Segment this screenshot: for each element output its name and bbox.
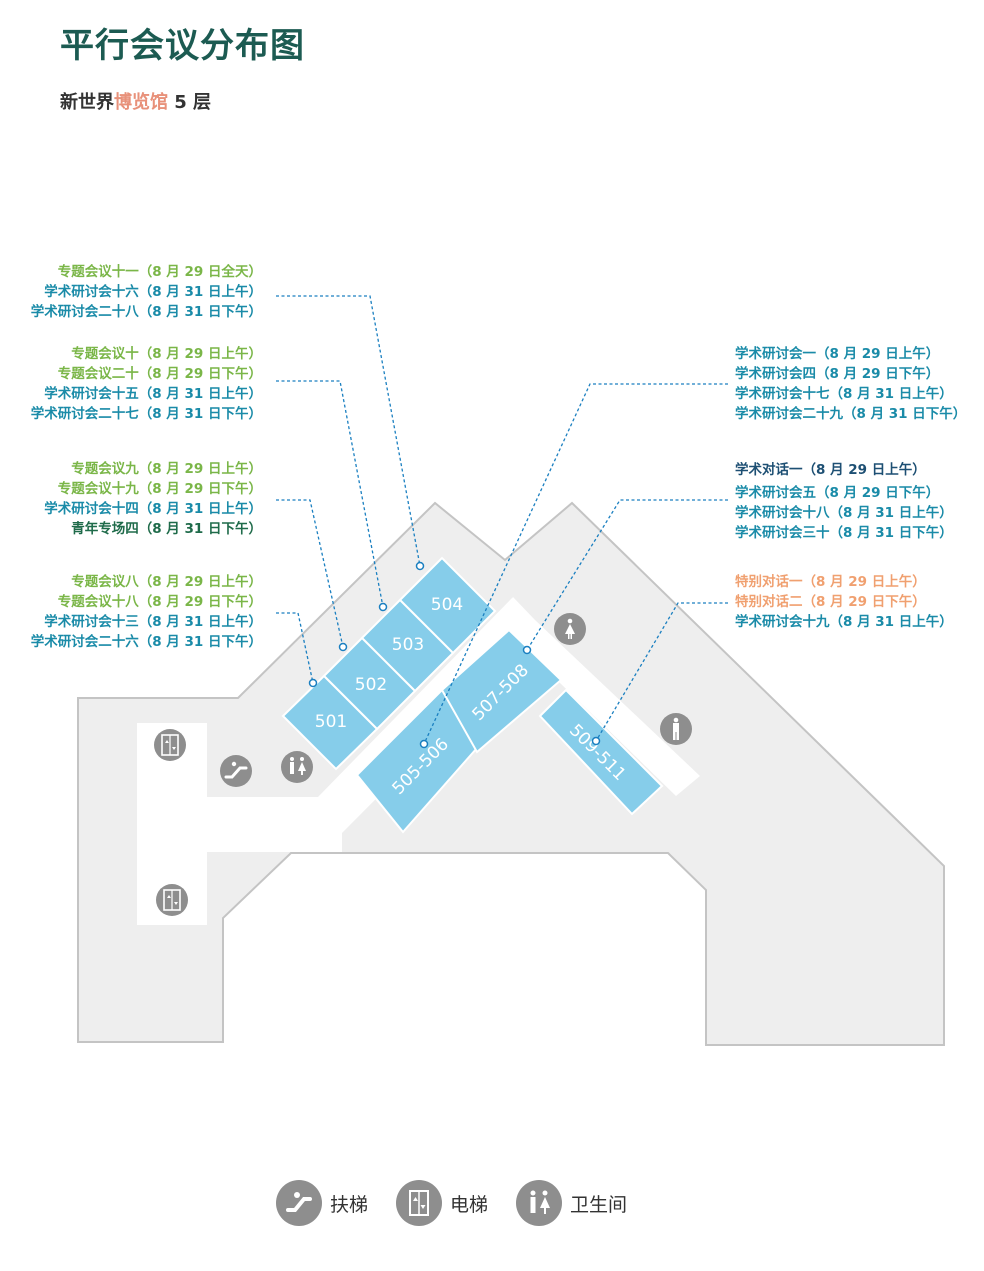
session-line: 学术研讨会二十七（8 月 31 日下午） bbox=[31, 405, 262, 422]
elevator-icon bbox=[156, 884, 188, 916]
session-line: 专题会议十（8 月 29 日上午） bbox=[71, 345, 262, 362]
leader-line bbox=[276, 499, 344, 648]
session-line: 学术研讨会十九（8 月 31 日上午） bbox=[735, 613, 953, 630]
session-line: 学术研讨会十七（8 月 31 日上午） bbox=[735, 385, 953, 402]
session-group-509-511: 特别对话一（8 月 29 日上午） 特别对话二（8 月 29 日下午） 学术研讨… bbox=[735, 573, 953, 630]
page-title: 平行会议分布图 bbox=[60, 26, 305, 66]
restroom-icon bbox=[516, 1180, 563, 1226]
subtitle-venue: 新世界 bbox=[60, 92, 114, 113]
legend: 扶梯 电梯 卫生间 bbox=[276, 1180, 655, 1226]
session-line: 专题会议十八（8 月 29 日下午） bbox=[58, 593, 262, 610]
session-line: 学术研讨会十六（8 月 31 日上午） bbox=[44, 283, 262, 300]
legend-label: 卫生间 bbox=[570, 1193, 628, 1216]
session-line: 学术研讨会十三（8 月 31 日上午） bbox=[44, 613, 262, 630]
leader-dot bbox=[419, 739, 429, 749]
female-restroom-icon bbox=[554, 613, 586, 645]
corridor-right bbox=[498, 597, 700, 796]
session-line: 学术对话一（8 月 29 日上午） bbox=[735, 461, 926, 478]
session-line: 专题会议八（8 月 29 日上午） bbox=[71, 573, 262, 590]
session-line: 学术研讨会十五（8 月 31 日上午） bbox=[44, 385, 262, 402]
escalator-icon bbox=[276, 1180, 322, 1226]
leader-dot bbox=[591, 736, 601, 746]
session-line: 特别对话二（8 月 29 日下午） bbox=[735, 593, 926, 610]
leader-dot bbox=[415, 561, 425, 571]
room-label: 503 bbox=[392, 635, 424, 655]
session-line: 学术研讨会三十（8 月 31 日下午） bbox=[735, 524, 953, 541]
room-label: 501 bbox=[315, 712, 347, 732]
legend-elevator: 电梯 bbox=[396, 1180, 488, 1226]
session-line: 学术研讨会一（8 月 29 日上午） bbox=[735, 345, 939, 362]
restroom-icon bbox=[281, 751, 313, 783]
leader-line bbox=[595, 602, 728, 742]
leader-line bbox=[276, 612, 314, 684]
session-line: 青年专场四（8 月 31 日下午） bbox=[71, 520, 262, 537]
elevator-icon bbox=[396, 1180, 443, 1226]
session-line: 特别对话一（8 月 29 日上午） bbox=[735, 573, 926, 590]
leader-dot bbox=[378, 602, 388, 612]
leader-line bbox=[423, 383, 728, 745]
page-subtitle: 新世界博览馆 5 层 bbox=[60, 88, 211, 114]
leader-line bbox=[276, 295, 421, 567]
session-line: 学术研讨会十四（8 月 31 日上午） bbox=[44, 500, 262, 517]
leader-dot bbox=[308, 678, 318, 688]
session-line: 学术研讨会四（8 月 29 日下午） bbox=[735, 365, 939, 382]
subtitle-venue-highlight: 博览馆 bbox=[114, 92, 168, 113]
session-line: 学术研讨会二十八（8 月 31 日下午） bbox=[31, 303, 262, 320]
session-line: 专题会议十九（8 月 29 日下午） bbox=[58, 480, 262, 497]
session-line: 学术研讨会二十六（8 月 31 日下午） bbox=[31, 633, 262, 650]
legend-restroom: 卫生间 bbox=[516, 1180, 627, 1226]
floor-map: 504 503 502 501 505-506 507-508 509-511 bbox=[31, 263, 966, 1046]
session-group-505-506: 学术研讨会一（8 月 29 日上午） 学术研讨会四（8 月 29 日下午） 学术… bbox=[735, 345, 966, 422]
session-line: 学术研讨会二十九（8 月 31 日下午） bbox=[735, 405, 966, 422]
subtitle-floor: 5 层 bbox=[168, 92, 212, 113]
legend-escalator: 扶梯 bbox=[276, 1180, 368, 1226]
room-501[interactable] bbox=[281, 674, 379, 771]
room-509-511[interactable] bbox=[538, 688, 664, 816]
session-line: 学术研讨会十八（8 月 31 日上午） bbox=[735, 504, 953, 521]
leader-dot bbox=[522, 645, 532, 655]
leader-line bbox=[526, 499, 728, 651]
session-group-501: 专题会议八（8 月 29 日上午） 专题会议十八（8 月 29 日下午） 学术研… bbox=[31, 573, 262, 650]
room-507-508[interactable] bbox=[440, 628, 563, 754]
floor-outline bbox=[77, 501, 945, 1046]
room-label: 502 bbox=[355, 675, 387, 695]
legend-label: 电梯 bbox=[450, 1193, 489, 1216]
session-line: 学术研讨会五（8 月 29 日下午） bbox=[735, 484, 939, 501]
session-line: 专题会议九（8 月 29 日上午） bbox=[71, 460, 262, 477]
session-group-504: 专题会议十一（8 月 29 日全天） 学术研讨会十六（8 月 31 日上午） 学… bbox=[31, 263, 262, 320]
escalator-icon bbox=[220, 755, 252, 787]
legend-label: 扶梯 bbox=[330, 1193, 369, 1216]
session-group-503: 专题会议十（8 月 29 日上午） 专题会议二十（8 月 29 日下午） 学术研… bbox=[31, 345, 262, 422]
elevator-icon bbox=[154, 729, 186, 761]
session-group-507-508: 学术对话一（8 月 29 日上午） 学术研讨会五（8 月 29 日下午） 学术研… bbox=[735, 461, 953, 541]
leader-line bbox=[276, 380, 384, 608]
session-line: 专题会议十一（8 月 29 日全天） bbox=[58, 263, 262, 280]
male-restroom-icon bbox=[660, 713, 692, 745]
session-line: 专题会议二十（8 月 29 日下午） bbox=[58, 365, 262, 382]
leader-dot bbox=[338, 642, 348, 652]
room-label: 504 bbox=[431, 595, 463, 615]
session-group-502: 专题会议九（8 月 29 日上午） 专题会议十九（8 月 29 日下午） 学术研… bbox=[44, 460, 262, 537]
